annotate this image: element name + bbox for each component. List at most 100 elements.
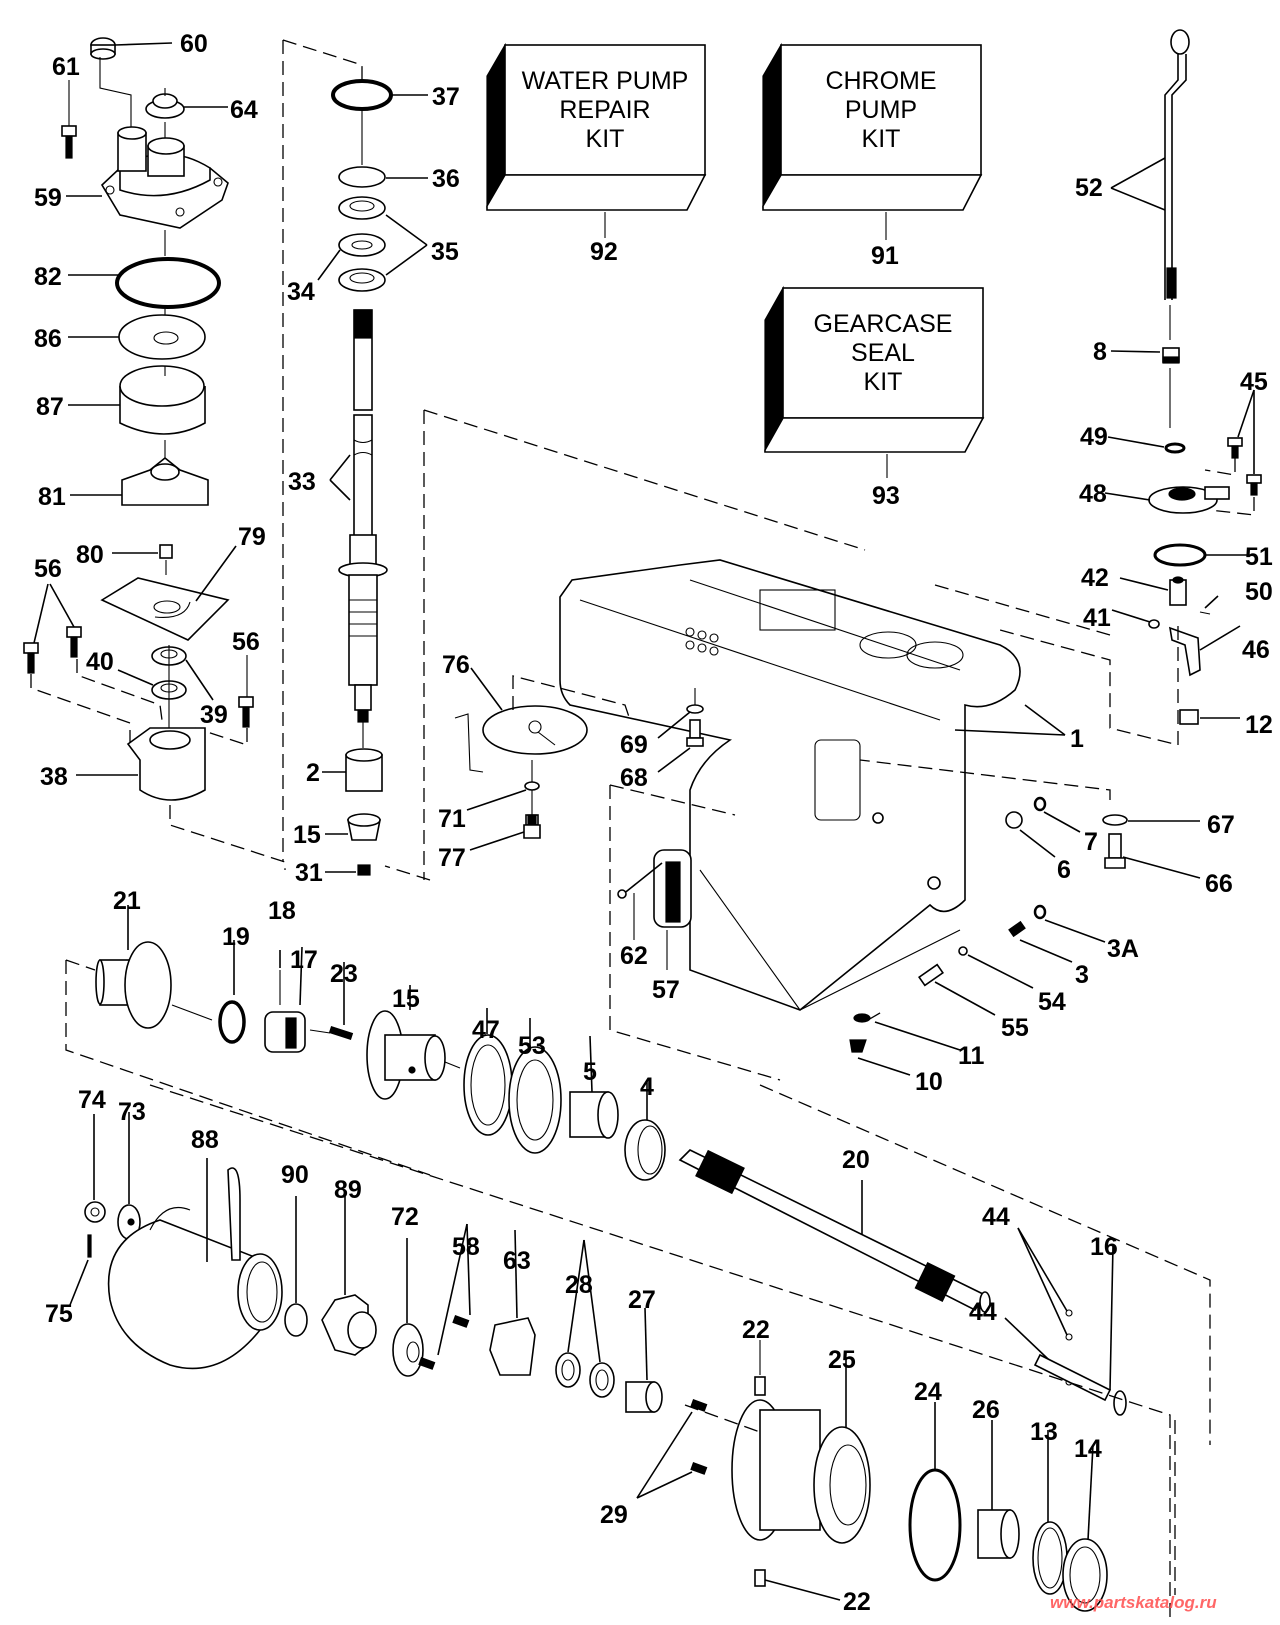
part-17-clutch-dog (264, 946, 306, 1053)
part-2-bearing (322, 748, 383, 792)
callout: 53 (518, 1032, 546, 1060)
part-80-pin (159, 544, 173, 559)
part-44-16-pins (1004, 1227, 1127, 1416)
callout: 4 (640, 1073, 654, 1101)
callout: 55 (1001, 1014, 1029, 1042)
part-73-washer (117, 1112, 141, 1240)
callout: 76 (442, 651, 470, 679)
part-58-screws (418, 1223, 471, 1370)
part-21-forward-gear (95, 905, 172, 1029)
callout: 93 (872, 482, 900, 510)
callout: 35 (431, 238, 459, 266)
callout: 50 (1245, 578, 1273, 606)
shift-rod-group (934, 29, 1262, 746)
part-33-driveshaft (329, 309, 388, 723)
part-86-plate (68, 314, 206, 360)
callout: 82 (34, 263, 62, 291)
callout: 73 (118, 1098, 146, 1126)
callout: 26 (972, 1396, 1000, 1424)
callout: 89 (334, 1176, 362, 1204)
callout: 34 (287, 278, 315, 306)
callout: 18 (268, 897, 296, 925)
callout: 45 (1240, 368, 1268, 396)
callout: 22 (742, 1316, 770, 1344)
callout: 13 (1030, 1418, 1058, 1446)
callout: 54 (1038, 988, 1066, 1016)
part-4-bearing (624, 1080, 666, 1181)
part-89-thrust-hub (321, 1190, 377, 1356)
callout: 41 (1083, 604, 1111, 632)
part-61-bolt (61, 80, 77, 159)
callout: 81 (38, 483, 66, 511)
right-hardware-group (849, 759, 1201, 1076)
callout: 8 (1093, 338, 1107, 366)
callout: 24 (914, 1378, 942, 1406)
callout: 47 (472, 1016, 500, 1044)
part-90-spacer (284, 1303, 308, 1337)
part-35-washer-top (338, 196, 386, 220)
part-46-shift-lever (1168, 626, 1201, 677)
part-42-coupler (1169, 576, 1187, 606)
part-38-housing (76, 727, 286, 870)
callout: 52 (1075, 174, 1103, 202)
part-88-propeller (107, 1158, 283, 1370)
water-pump-group (23, 37, 286, 870)
callout: 38 (40, 763, 68, 791)
callout: 79 (238, 523, 266, 551)
callout: 44 (982, 1203, 1010, 1231)
kit-box-label: GEARCASE SEAL KIT (813, 309, 953, 396)
part-35-washer-bottom (338, 268, 386, 292)
callout: 57 (652, 976, 680, 1004)
part-15-pinion-gear (325, 813, 381, 841)
callout: 44 (969, 1298, 997, 1326)
watermark: www.partskatalog.ru (1050, 1593, 1217, 1612)
part-75-cotter-pin (87, 1234, 92, 1258)
part-60-cap (90, 37, 116, 60)
part-37-o-ring (331, 79, 393, 111)
callout: 91 (871, 242, 899, 270)
callout: 58 (452, 1233, 480, 1261)
part-82-o-ring (115, 257, 221, 309)
callout: 16 (1090, 1233, 1118, 1261)
part-41-pin (1148, 619, 1160, 629)
part-68-69-screw-washer (657, 688, 704, 773)
part-34-bearing (338, 233, 386, 257)
part-64-seal (145, 88, 228, 142)
callout: 12 (1245, 711, 1273, 739)
part-1-gearcase (559, 559, 1066, 1021)
callout: 27 (628, 1286, 656, 1314)
part-13-washer (1032, 1430, 1068, 1595)
kit-box-chrome-pump: CHROME PUMP KIT (781, 45, 981, 175)
part-22-keys (754, 1340, 841, 1601)
propshaft-upper-group (65, 905, 1211, 1445)
part-56-bolt-right (194, 655, 254, 746)
part-72-thrust-washer (392, 1238, 424, 1377)
part-24-o-ring (908, 1468, 962, 1582)
callout: 62 (620, 942, 648, 970)
part-59-pump-housing (66, 126, 229, 229)
part-26-bearing (977, 1420, 1020, 1559)
callout: 36 (432, 165, 460, 193)
callout: 15 (392, 985, 420, 1013)
callout: 49 (1080, 423, 1108, 451)
part-81-impeller (70, 440, 209, 506)
callout: 15 (293, 821, 321, 849)
callout: 59 (34, 184, 62, 212)
callout: 86 (34, 325, 62, 353)
callout: 75 (45, 1300, 73, 1328)
callout: 22 (843, 1588, 871, 1616)
part-56-bolts-left (23, 583, 163, 745)
callout: 77 (438, 844, 466, 872)
part-12-clip (1179, 709, 1199, 725)
callout: 17 (290, 946, 318, 974)
callout: 19 (222, 923, 250, 951)
callout: 7 (1084, 828, 1098, 856)
callout: 74 (78, 1086, 106, 1114)
callout: 63 (503, 1247, 531, 1275)
part-8-nut (1162, 347, 1180, 364)
callout: 88 (191, 1126, 219, 1154)
callout: 20 (842, 1146, 870, 1174)
callout: 92 (590, 238, 618, 266)
callout: 60 (180, 30, 208, 58)
